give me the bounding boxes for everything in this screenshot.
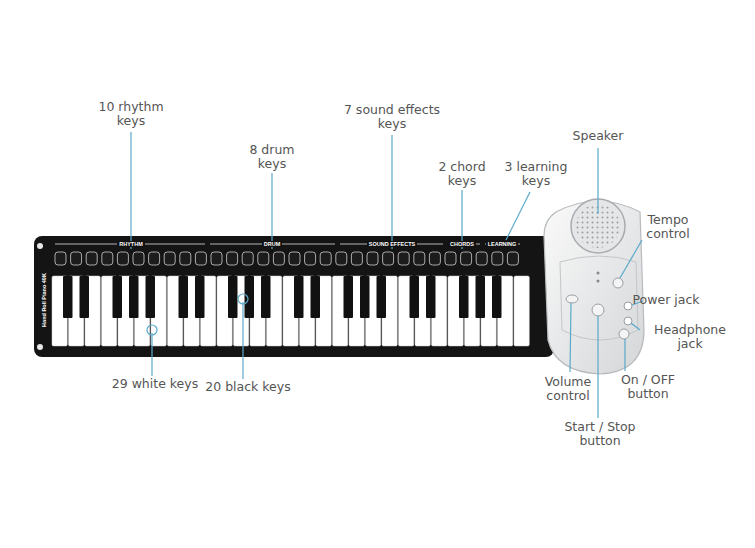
black-key [261, 276, 271, 318]
function-button [461, 252, 472, 265]
white-key [514, 276, 529, 346]
housing-panel [560, 256, 638, 340]
black-key [146, 276, 156, 318]
led [597, 272, 600, 275]
callout-label: 29 white keys [105, 377, 205, 391]
keyboard-mat [34, 236, 554, 357]
black-key [245, 276, 255, 318]
function-button [273, 252, 284, 265]
black-key [228, 276, 238, 318]
callout-label: Headphone jack [640, 323, 740, 351]
black-key [410, 276, 420, 318]
function-button [320, 252, 331, 265]
function-button [164, 252, 175, 265]
function-button [398, 252, 409, 265]
led [597, 280, 600, 283]
function-button [414, 252, 425, 265]
function-button [211, 252, 222, 265]
volume-control [566, 295, 578, 303]
section-label: RHYTHM [117, 241, 145, 247]
black-key [476, 276, 486, 318]
brand-label: Hand Roll Piano 49K [41, 271, 47, 329]
function-button [149, 252, 160, 265]
function-button [242, 252, 253, 265]
section-label: SOUND EFFECTS [367, 241, 417, 247]
black-key [294, 276, 304, 318]
black-key [63, 276, 73, 318]
power-jack [624, 302, 632, 310]
black-key [195, 276, 205, 318]
function-button [289, 252, 300, 265]
black-key [80, 276, 90, 318]
function-button [367, 252, 378, 265]
on-off-button [619, 329, 629, 339]
black-key [377, 276, 387, 318]
callout-label: 10 rhythm keys [86, 100, 176, 128]
callout-label: 2 chord keys [434, 160, 490, 188]
function-button [445, 252, 456, 265]
start-stop-button [592, 304, 604, 316]
function-button [227, 252, 238, 265]
function-button [476, 252, 487, 265]
section-label: LEARNING [486, 241, 519, 247]
function-button [336, 252, 347, 265]
tempo-control [613, 278, 623, 288]
black-key [344, 276, 354, 318]
black-keys [63, 276, 502, 318]
black-key [311, 276, 321, 318]
leader-lines [131, 132, 643, 418]
callout-label: Start / Stop button [552, 420, 648, 448]
function-buttons [55, 252, 518, 265]
function-button [351, 252, 362, 265]
callout-label: Speaker [558, 129, 638, 143]
headphone-jack [624, 317, 632, 325]
black-key [129, 276, 139, 318]
function-button [383, 252, 394, 265]
callout-label: 8 drum keys [237, 143, 307, 171]
black-key [492, 276, 502, 318]
black-key [360, 276, 370, 318]
callout-label: 20 black keys [198, 380, 298, 394]
section-label: CHORDS [448, 241, 476, 247]
black-key [426, 276, 436, 318]
callout-label: Volume control [530, 375, 606, 403]
function-button [117, 252, 128, 265]
function-button [86, 252, 97, 265]
callout-label: Tempo control [628, 213, 708, 241]
function-button [258, 252, 269, 265]
mat-hole [37, 344, 43, 350]
function-button [55, 252, 66, 265]
callout-label: Power jack [628, 293, 704, 307]
callout-label: 3 learning keys [496, 160, 576, 188]
function-button [102, 252, 113, 265]
black-key [459, 276, 469, 318]
callout-marker [147, 325, 157, 335]
callout-label: 7 sound effects keys [342, 103, 442, 131]
function-button [180, 252, 191, 265]
function-button [507, 252, 518, 265]
black-key [113, 276, 123, 318]
control-housing [544, 201, 644, 374]
function-button [429, 252, 440, 265]
function-button [305, 252, 316, 265]
function-button [195, 252, 206, 265]
function-button [71, 252, 82, 265]
function-button [492, 252, 503, 265]
function-button [133, 252, 144, 265]
callout-marker [238, 294, 248, 304]
mat-hole [37, 243, 43, 249]
callout-label: On / OFF button [606, 373, 690, 401]
white-keys [52, 276, 529, 346]
black-key [179, 276, 189, 318]
section-label: DRUM [262, 241, 283, 247]
